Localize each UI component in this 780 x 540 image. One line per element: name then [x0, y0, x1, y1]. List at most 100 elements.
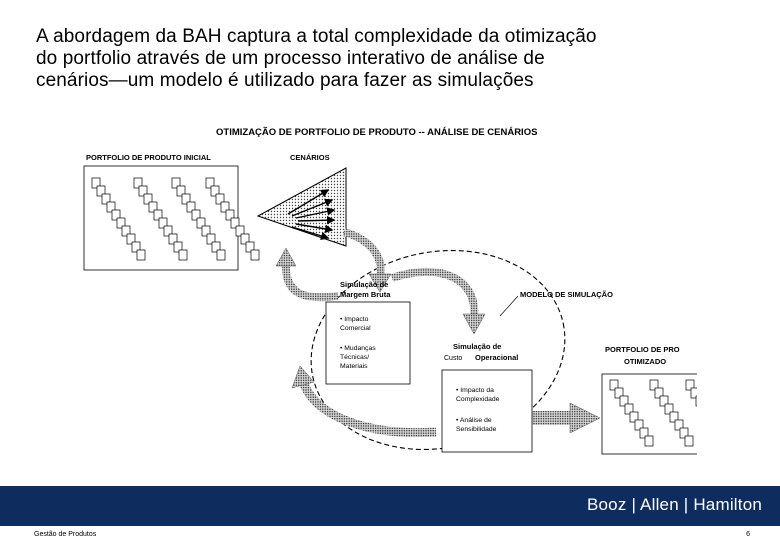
- operational-cost-item-2-line-1: • Análise de: [456, 417, 492, 424]
- product-card-icon: [206, 233, 216, 245]
- product-card-icon: [225, 209, 235, 221]
- product-card-icon: [235, 225, 245, 237]
- product-card-icon: [136, 249, 146, 261]
- product-card-icon: [201, 225, 211, 237]
- operational-cost-custo: Custo: [444, 355, 462, 362]
- scenario-arrows: [287, 189, 336, 240]
- slide-title: A abordagem da BAH captura a total compl…: [36, 26, 756, 92]
- arrow-return-lower: [299, 382, 437, 438]
- product-card-icon: [230, 217, 240, 229]
- initial-portfolio-label: PORTFOLIO DE PRODUTO INICIAL: [86, 153, 211, 162]
- brand-logo: Booz | Allen | Hamilton: [586, 495, 762, 514]
- product-card-icon: [614, 387, 624, 399]
- operational-cost-item-1-line-1: • Impacto da: [456, 387, 494, 394]
- product-card-icon: [205, 177, 215, 189]
- arrow-model-to-operational-head: [462, 313, 486, 335]
- portfolio-optimization-diagram: OTIMIZAÇÃO DE PORTFOLIO DE PRODUTO -- AN…: [83, 127, 780, 480]
- arrow-to-optimized-head: [569, 402, 601, 434]
- simulation-model-label: MODELO DE SIMULAÇÃO: [520, 290, 613, 299]
- operational-cost-item-1-line-2: Complexidade: [456, 396, 500, 403]
- product-card-icon: [163, 225, 173, 237]
- product-card-icon: [250, 249, 260, 261]
- product-card-icon: [679, 427, 689, 439]
- product-card-icon: [91, 177, 101, 189]
- gross-margin-item-2-line-3: Materiais: [340, 363, 368, 370]
- product-card-icon: [178, 249, 188, 261]
- simulation-model-leader: [499, 295, 519, 317]
- product-card-icon: [171, 177, 181, 189]
- arrow-scenarios-to-model-head: [368, 273, 392, 293]
- page-number: 6: [746, 531, 750, 538]
- product-card-icon: [116, 217, 126, 229]
- product-card-icon: [173, 241, 183, 253]
- arrow-return-lower-head: [291, 365, 315, 389]
- initial-portfolio-products: [91, 177, 260, 261]
- product-card-icon: [649, 379, 659, 391]
- product-card-icon: [126, 233, 136, 245]
- optimized-portfolio-crop: [697, 330, 780, 480]
- product-card-icon: [220, 201, 230, 213]
- product-card-icon: [245, 241, 255, 253]
- product-card-icon: [659, 395, 669, 407]
- product-card-icon: [215, 193, 225, 205]
- product-card-icon: [186, 201, 196, 213]
- optimized-portfolio-label-2: OTIMIZADO: [624, 357, 666, 366]
- gross-margin-title-2: Margem Bruta: [340, 290, 391, 299]
- arrow-return-upper: [281, 261, 339, 302]
- product-card-icon: [654, 387, 664, 399]
- product-card-icon: [196, 217, 206, 229]
- product-card-icon: [148, 201, 158, 213]
- slide-title-line-3: cenários—um modelo é utilizado para faze…: [36, 70, 534, 91]
- arrow-scenarios-to-model: [342, 228, 385, 279]
- product-card-icon: [210, 185, 220, 197]
- gross-margin-item-2-line-2: Técnicas/: [340, 354, 369, 361]
- product-card-icon: [684, 435, 694, 447]
- gross-margin-item-1-line-2: Comercial: [340, 325, 371, 332]
- scenarios-triangle: [256, 167, 347, 247]
- footer-bar: Booz | Allen | Hamilton: [0, 486, 780, 526]
- product-card-icon: [619, 395, 629, 407]
- product-card-icon: [138, 185, 148, 197]
- product-card-icon: [158, 217, 168, 229]
- footer-section-label: Gestão de Produtos: [34, 531, 97, 538]
- slide-title-line-2: do portfolio através de um processo inte…: [36, 48, 545, 69]
- product-card-icon: [685, 379, 695, 391]
- diagram-title: OTIMIZAÇÃO DE PORTFOLIO DE PRODUTO -- AN…: [216, 127, 537, 138]
- product-card-icon: [674, 419, 684, 431]
- operational-cost-title-1: Simulação de: [453, 342, 501, 351]
- scenarios-label: CENÁRIOS: [290, 153, 330, 162]
- product-card-icon: [106, 201, 116, 213]
- product-card-icon: [176, 185, 186, 197]
- operational-cost-title-2: Operacional: [475, 353, 518, 362]
- product-card-icon: [133, 177, 143, 189]
- product-card-icon: [181, 193, 191, 205]
- gross-margin-box: [325, 301, 411, 385]
- gross-margin-item-1-line-1: • Impacto: [340, 316, 369, 323]
- product-card-icon: [644, 435, 654, 447]
- product-card-icon: [143, 193, 153, 205]
- product-card-icon: [629, 411, 639, 423]
- product-card-icon: [168, 233, 178, 245]
- product-card-icon: [111, 209, 121, 221]
- product-card-icon: [216, 249, 226, 261]
- operational-cost-item-2-line-2: Sensibilidade: [456, 426, 497, 433]
- product-card-icon: [624, 403, 634, 415]
- product-card-icon: [669, 411, 679, 423]
- product-card-icon: [191, 209, 201, 221]
- product-card-icon: [240, 233, 250, 245]
- slide-title-line-1: A abordagem da BAH captura a total compl…: [36, 26, 597, 47]
- gross-margin-item-2-line-1: • Mudanças: [340, 345, 376, 352]
- product-card-icon: [96, 185, 106, 197]
- product-card-icon: [153, 209, 163, 221]
- product-card-icon: [664, 403, 674, 415]
- product-card-icon: [639, 427, 649, 439]
- arrow-model-to-operational: [390, 267, 479, 319]
- arrow-return-upper-head: [275, 247, 297, 267]
- gross-margin-title-1: Simulação de: [340, 280, 388, 289]
- product-card-icon: [121, 225, 131, 237]
- product-card-icon: [101, 193, 111, 205]
- optimized-portfolio-label-1: PORTFOLIO DE PRO: [605, 345, 680, 354]
- product-card-icon: [211, 241, 221, 253]
- product-card-icon: [609, 379, 619, 391]
- product-card-icon: [131, 241, 141, 253]
